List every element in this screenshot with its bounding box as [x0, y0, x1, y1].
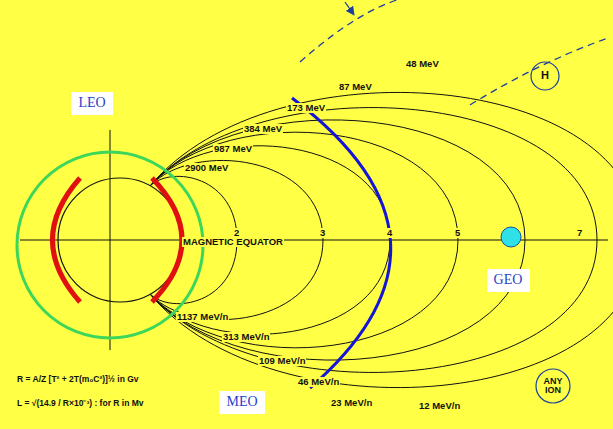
energy-label: 12 MeV/n: [418, 401, 461, 411]
leo-orbit-ring: [17, 152, 203, 338]
radiation-belt-arc: [152, 178, 182, 302]
arrow-head: [345, 2, 352, 12]
meo-orbit-arc: [292, 98, 391, 388]
field-lines: [150, 92, 613, 387]
energy-label: 23 MeV/n: [330, 398, 373, 408]
species-circle: H: [530, 61, 560, 91]
field-line: [150, 146, 390, 334]
l-value: 5: [454, 228, 461, 238]
circle-shape: [536, 369, 570, 403]
field-line: [150, 132, 458, 348]
l-value: 2: [233, 228, 240, 238]
node-text: LEO: [72, 93, 111, 114]
earth-outline: [58, 178, 182, 302]
energy-label: 48 MeV: [405, 59, 440, 69]
node-text: H: [532, 70, 558, 82]
l-value: 4: [386, 228, 393, 238]
field-line: [150, 160, 323, 319]
energy-label: 384 MeV: [243, 124, 283, 134]
energy-label: 109 MeV/n: [258, 356, 306, 366]
energy-label: 2900 MeV: [184, 163, 229, 173]
species-circle: ANY ION: [535, 368, 571, 404]
energy-label: MAGNETIC EQUATOR: [182, 237, 284, 247]
orbit-label-box: GEO: [487, 269, 530, 292]
field-line: [150, 92, 613, 387]
energy-label: 87 MeV: [338, 82, 373, 92]
geo-satellite-dot: [501, 227, 521, 247]
circle-shape: [531, 62, 559, 90]
formula: L = √(14.9 / R×10⁻³) : for R in Mv: [16, 399, 145, 408]
energy-label: 173 MeV: [286, 103, 326, 113]
node-text: ANY ION: [540, 377, 566, 396]
orbit-label-box: MEO: [219, 391, 265, 414]
energy-label: 987 MeV: [213, 144, 253, 154]
formula: R = A/Z [T² + 2T(m₀C²)]½ in Gv: [16, 375, 140, 384]
dashed-trajectory: [300, 0, 420, 62]
field-line: [150, 108, 597, 373]
node-text: MEO: [220, 392, 263, 413]
energy-label: 313 MeV/n: [222, 332, 270, 342]
energy-label: 46 MeV/n: [297, 377, 340, 387]
energy-label: 1137 MeV/n: [176, 312, 229, 322]
dashed-trajectory: [470, 38, 608, 105]
magnetic-axis: [110, 130, 111, 350]
radiation-belt-arc: [53, 178, 81, 302]
l-value: 7: [576, 228, 583, 238]
l-value: 3: [319, 228, 326, 238]
node-text: GEO: [488, 270, 529, 291]
field-line: [150, 120, 525, 360]
orbit-label-box: LEO: [71, 92, 113, 115]
